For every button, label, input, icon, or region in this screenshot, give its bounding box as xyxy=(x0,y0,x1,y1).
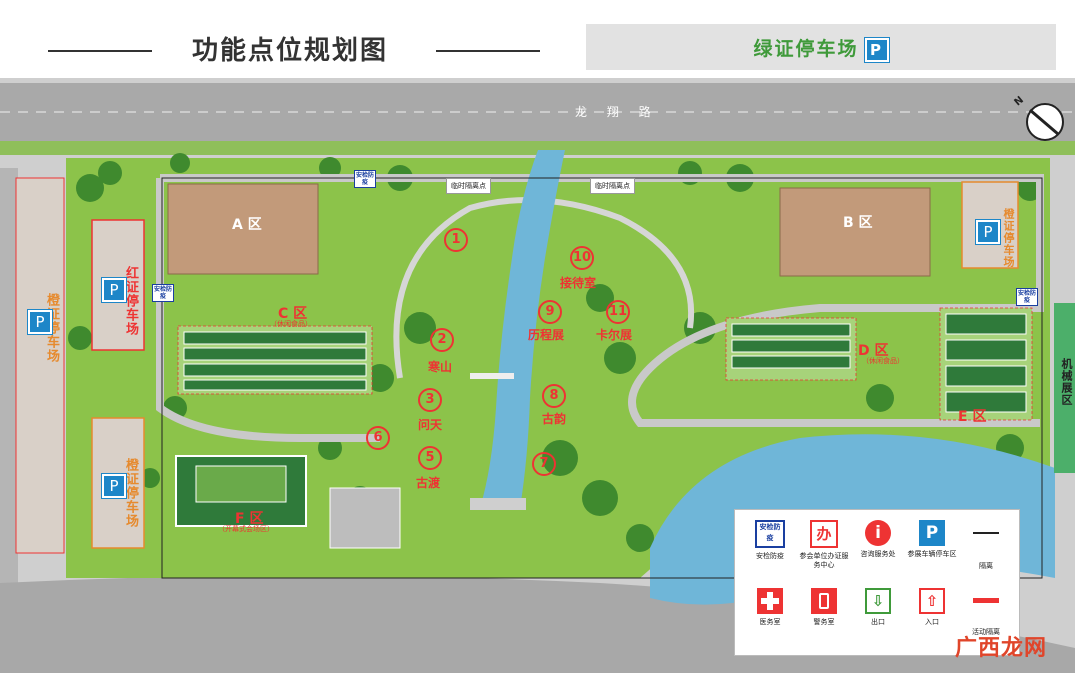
security-checkpoint-tag: 安检防疫 xyxy=(1016,288,1038,306)
legend-activity: 活动隔离 xyxy=(959,588,1013,637)
e-zone-grid xyxy=(939,307,1033,421)
footbridge xyxy=(470,373,514,379)
river xyxy=(480,150,565,508)
red-parking-label: 红证停车场 xyxy=(123,266,138,336)
map-svg xyxy=(0,78,1075,673)
legend-info: i 咨询服务处 xyxy=(851,520,905,559)
legend-medical-label: 医务室 xyxy=(759,618,781,626)
zone-f-sub: （开幕式会场区） xyxy=(218,525,274,533)
spot-10-label: 接待室 xyxy=(560,276,597,290)
zone-d-sub: （休闲食品） xyxy=(862,357,904,365)
green-parking-title-text: 绿证停车场 xyxy=(753,38,859,60)
orange-left-parking xyxy=(15,177,65,554)
compass-icon xyxy=(1026,103,1064,141)
road-bridge xyxy=(470,498,526,510)
spot-5-marker: 5 xyxy=(418,446,442,470)
spot-3-marker: 3 xyxy=(418,388,442,412)
red-parking-p-icon: P xyxy=(101,277,127,303)
orange-left-parking-p-icon: P xyxy=(27,309,53,335)
info-icon: i xyxy=(865,520,891,546)
legend-isolation: 隔离 xyxy=(959,520,1013,571)
office-icon: 办 xyxy=(810,520,838,548)
parking-icon: P xyxy=(919,520,945,546)
spot-11-marker: 11 xyxy=(606,300,630,324)
spot-7-marker: 7 xyxy=(532,452,556,476)
legend-exit: ⇩ 出口 xyxy=(851,588,905,627)
watermark: 广西龙网 xyxy=(955,636,1048,661)
zone-d-label: D 区 xyxy=(858,343,889,359)
legend-entrance: ⇧ 入口 xyxy=(905,588,959,627)
zone-c-sub: （休闲食品） xyxy=(270,320,312,328)
spot-8-label: 古韵 xyxy=(542,412,567,426)
parking-p-icon: P xyxy=(863,36,890,63)
legend-security-label: 安检防疫 xyxy=(756,552,784,560)
a-zone-building xyxy=(167,183,319,275)
spot-6-marker: 6 xyxy=(366,426,390,450)
main-road xyxy=(0,83,1075,141)
spot-9-marker: 9 xyxy=(538,300,562,324)
spot-5-label: 古渡 xyxy=(416,476,441,490)
spot-1-marker: 1 xyxy=(444,228,468,252)
machinery-exhibition-area xyxy=(1054,303,1075,473)
road-verge xyxy=(0,141,1075,155)
medical-cross-icon xyxy=(757,588,783,614)
legend-office: 办 参会单位办证服务中心 xyxy=(797,520,851,570)
isolation-line-icon xyxy=(973,532,999,558)
spot-10-marker: 10 xyxy=(570,246,594,270)
orange-bottom-parking-label: 橙证停车场 xyxy=(123,458,138,528)
f-zone-area xyxy=(175,455,307,527)
c-zone-tent-grid xyxy=(177,325,373,395)
spot-9-label: 历程展 xyxy=(528,328,565,342)
exit-icon: ⇩ xyxy=(865,588,891,614)
zone-e-label: E 区 xyxy=(958,409,987,425)
legend-office-label: 参会单位办证服务中心 xyxy=(799,552,849,569)
orange-right-parking-p-icon: P xyxy=(975,219,1001,245)
orange-right-parking-label: 橙证停车场 xyxy=(1002,208,1015,268)
legend-info-label: 咨询服务处 xyxy=(860,550,896,558)
legend-isolation-label: 隔离 xyxy=(979,562,993,570)
spot-11-label: 卡尔展 xyxy=(596,328,633,342)
f-zone-parking xyxy=(329,487,401,549)
d-zone-tent-grid xyxy=(725,317,857,381)
zone-a-label: A 区 xyxy=(232,217,262,233)
legend-police-label: 警务室 xyxy=(813,618,835,626)
entrance-icon: ⇧ xyxy=(919,588,945,614)
security-checkpoint-tag: 安检防疫 xyxy=(152,284,174,302)
orange-bottom-parking-p-icon: P xyxy=(101,473,127,499)
security-checkpoint-tag: 安检防疫 xyxy=(354,170,376,188)
site-map: 龙 翔 路 N A 区 B 区 C 区 （休闲食品） D 区 （休闲食品） E … xyxy=(0,78,1075,673)
spot-8-marker: 8 xyxy=(542,384,566,408)
legend-entrance-label: 入口 xyxy=(925,618,939,626)
police-icon xyxy=(811,588,837,614)
spot-3-label: 问天 xyxy=(418,418,443,432)
machinery-exhibition-label: 机械展区 xyxy=(1060,358,1073,406)
legend-parking-label: 参展车辆停车区 xyxy=(907,550,957,558)
road-name: 龙 翔 路 xyxy=(575,105,659,119)
legend-medical: 医务室 xyxy=(743,588,797,627)
security-icon: 安检防疫 xyxy=(755,520,785,548)
legend-activity-label: 活动隔离 xyxy=(972,628,1000,636)
map-legend: 安检防疫 安检防疫 办 参会单位办证服务中心 i 咨询服务处 P 参展车辆停车区… xyxy=(734,509,1020,656)
zone-c-label: C 区 xyxy=(278,306,308,322)
legend-police: 警务室 xyxy=(797,588,851,627)
spot-2-label: 寒山 xyxy=(428,360,453,374)
temp-isolation-left: 临时隔离点 xyxy=(446,178,491,194)
zone-f-label: F 区 xyxy=(235,511,264,527)
activity-isolation-icon xyxy=(973,598,999,624)
legend-exit-label: 出口 xyxy=(871,618,885,626)
zone-b-label: B 区 xyxy=(843,215,873,231)
legend-parking: P 参展车辆停车区 xyxy=(905,520,959,559)
spot-2-marker: 2 xyxy=(430,328,454,352)
b-zone-building xyxy=(779,187,931,277)
title-left-rule xyxy=(48,50,152,52)
legend-security: 安检防疫 安检防疫 xyxy=(743,520,797,561)
page-title: 功能点位规划图 xyxy=(191,36,388,66)
temp-isolation-right: 临时隔离点 xyxy=(590,178,635,194)
title-right-rule xyxy=(436,50,540,52)
